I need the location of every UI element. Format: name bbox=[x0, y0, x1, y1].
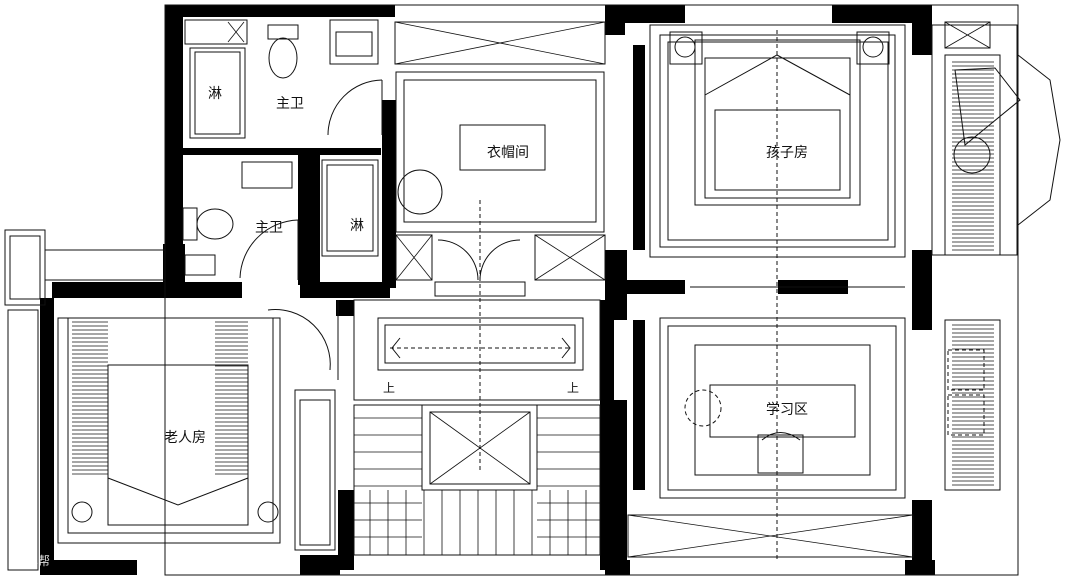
label-children-room: 孩子房 bbox=[766, 145, 808, 161]
watermark: 住小帮 bbox=[14, 554, 50, 568]
children-room-furniture bbox=[633, 24, 906, 560]
elderly-room-furniture bbox=[4, 229, 339, 571]
label-cloakroom: 衣帽间 bbox=[487, 145, 529, 161]
label-stairs-up-left: 上 bbox=[383, 381, 395, 395]
stair-treads bbox=[354, 417, 600, 555]
outlines bbox=[164, 4, 1019, 576]
label-master-bath-1: 主卫 bbox=[276, 96, 304, 112]
right-balcony bbox=[931, 5, 1061, 575]
label-stairs-up-right: 上 bbox=[567, 381, 579, 395]
stairwell bbox=[353, 200, 601, 556]
study-area-furniture bbox=[627, 286, 914, 558]
label-elderly-room: 老人房 bbox=[164, 430, 206, 446]
hatching bbox=[72, 61, 994, 486]
label-shower-2: 淋 bbox=[350, 218, 364, 234]
room-labels: 淋 主卫 衣帽间 孩子房 主卫 淋 老人房 学习区 上 上 住小帮 bbox=[14, 86, 808, 568]
label-shower-1: 淋 bbox=[208, 86, 222, 102]
walls bbox=[40, 5, 935, 575]
label-master-bath-2: 主卫 bbox=[255, 220, 283, 236]
label-study-area: 学习区 bbox=[766, 402, 808, 418]
